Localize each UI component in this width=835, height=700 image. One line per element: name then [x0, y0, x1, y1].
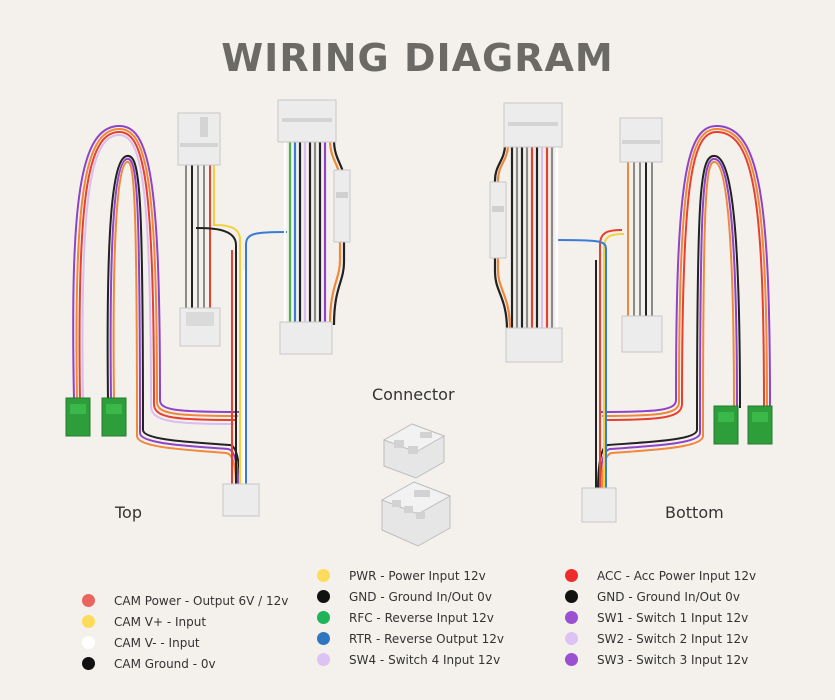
color-swatch	[317, 611, 330, 624]
legend-item: ACC - Acc Power Input 12v	[565, 565, 756, 586]
color-swatch	[82, 657, 95, 670]
legend-item: CAM V- - Input	[82, 632, 288, 653]
color-swatch	[565, 569, 578, 582]
top-main-wires	[283, 139, 346, 326]
bottom-inline-connector	[489, 181, 507, 259]
legend-text: SW2 - Switch 2 Input 12v	[597, 631, 749, 646]
bottom-loop-wires	[597, 124, 771, 491]
legend-text: PWR - Power Input 12v	[349, 568, 486, 583]
legend-text: SW1 - Switch 1 Input 12v	[597, 610, 749, 625]
bottom-main-lower-connector	[505, 327, 563, 363]
color-swatch	[317, 653, 330, 666]
legend-text: ACC - Acc Power Input 12v	[597, 568, 757, 583]
legend-item: RFC - Reverse Input 12v	[317, 607, 504, 628]
color-swatch	[82, 615, 95, 628]
top-label: Top	[115, 503, 142, 522]
bottom-harness	[489, 102, 773, 523]
legend-item: CAM Power - Output 6V / 12v	[82, 590, 288, 611]
connector-label: Connector	[372, 385, 455, 404]
color-swatch	[82, 636, 95, 649]
color-swatch	[317, 590, 330, 603]
connector-small-illustration	[382, 423, 446, 479]
legend-text: SW4 - Switch 4 Input 12v	[349, 652, 501, 667]
connector-illustrations	[380, 423, 452, 547]
top-loop-wires	[72, 124, 241, 486]
color-swatch	[317, 632, 330, 645]
legend-item: SW3 - Switch 3 Input 12v	[565, 649, 756, 670]
legend-item: CAM Ground - 0v	[82, 653, 288, 674]
legend-text: CAM V- - Input	[114, 635, 200, 650]
legend-text: CAM V+ - Input	[114, 614, 207, 629]
color-swatch	[565, 632, 578, 645]
color-swatch	[565, 653, 578, 666]
legend-item: SW1 - Switch 1 Input 12v	[565, 607, 756, 628]
bottom-green-connector-2	[747, 405, 773, 445]
legend-column-1: CAM Power - Output 6V / 12v CAM V+ - Inp…	[82, 590, 288, 674]
top-green-connector-1	[65, 397, 91, 437]
legend-item: RTR - Reverse Output 12v	[317, 628, 504, 649]
legend-item: PWR - Power Input 12v	[317, 565, 504, 586]
legend-text: CAM Ground - 0v	[114, 656, 216, 671]
bottom-green-connector-1	[713, 405, 739, 445]
legend-text: SW3 - Switch 3 Input 12v	[597, 652, 749, 667]
legend-text: GND - Ground In/Out 0v	[597, 589, 740, 604]
top-connectors	[65, 99, 351, 517]
legend-item: GND - Ground In/Out 0v	[317, 586, 504, 607]
bottom-bundle-wires	[555, 160, 653, 490]
legend-text: GND - Ground In/Out 0v	[349, 589, 492, 604]
top-bundle-wires	[185, 165, 288, 485]
top-green-connector-2	[101, 397, 127, 437]
color-swatch	[82, 594, 95, 607]
connector-large-illustration	[380, 481, 452, 547]
bottom-connectors	[489, 102, 773, 523]
legend-column-3: ACC - Acc Power Input 12v GND - Ground I…	[565, 565, 756, 670]
legend-text: RTR - Reverse Output 12v	[349, 631, 505, 646]
top-small-bottom-connector	[222, 483, 260, 517]
legend-item: CAM V+ - Input	[82, 611, 288, 632]
top-harness	[65, 99, 351, 517]
bottom-right-lower-connector	[621, 315, 663, 353]
top-left-upper-connector	[177, 112, 221, 166]
legend-item: SW4 - Switch 4 Input 12v	[317, 649, 504, 670]
legend-text: RFC - Reverse Input 12v	[349, 610, 494, 625]
page-title: WIRING DIAGRAM	[221, 36, 614, 80]
top-inline-connector	[333, 169, 351, 243]
legend-item: SW2 - Switch 2 Input 12v	[565, 628, 756, 649]
legend-text: CAM Power - Output 6V / 12v	[114, 593, 289, 608]
bottom-main-wires	[493, 144, 559, 331]
color-swatch	[565, 590, 578, 603]
top-main-lower-connector	[279, 321, 333, 355]
legend-column-2: PWR - Power Input 12v GND - Ground In/Ou…	[317, 565, 504, 670]
bottom-small-bottom-connector	[581, 487, 617, 523]
color-swatch	[565, 611, 578, 624]
color-swatch	[317, 569, 330, 582]
legend-item: GND - Ground In/Out 0v	[565, 586, 756, 607]
bottom-label: Bottom	[665, 503, 724, 522]
